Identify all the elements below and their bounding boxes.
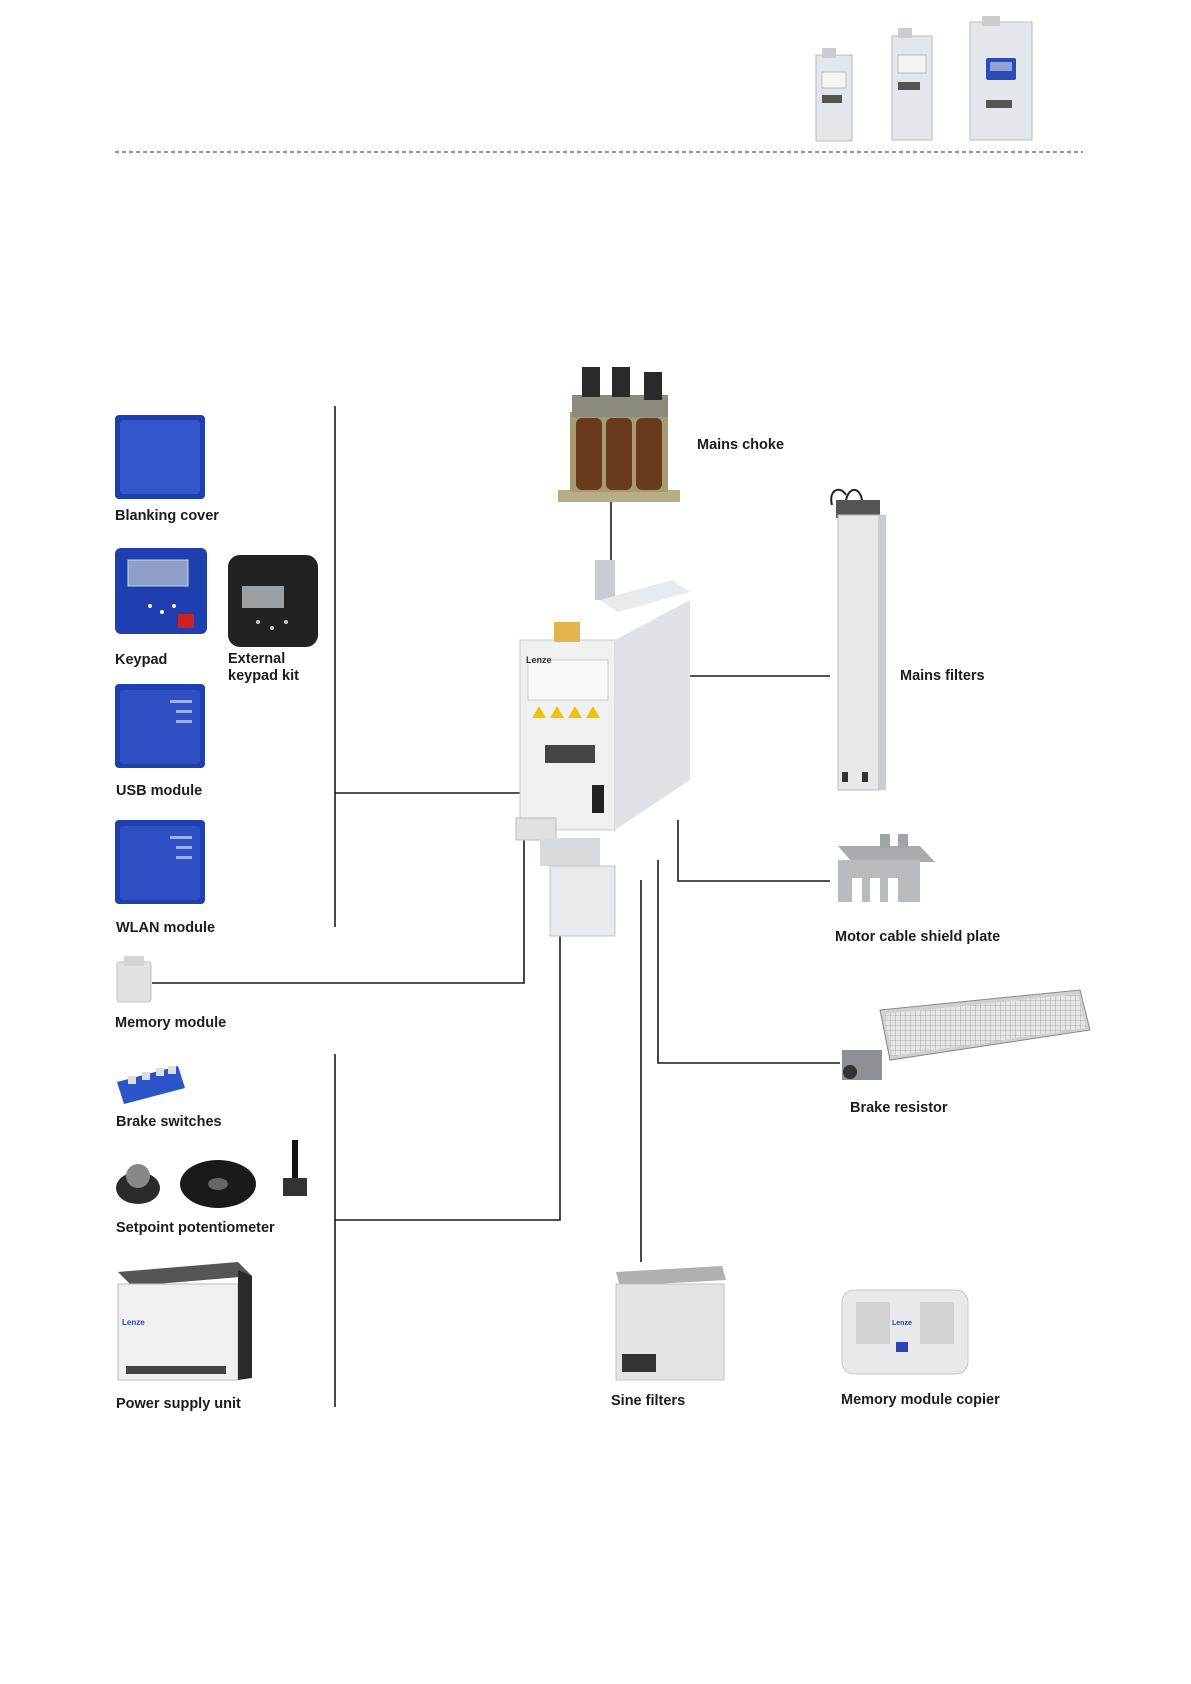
mains-choke-image [558, 367, 680, 502]
keypad-image [115, 548, 207, 634]
label-brake-resistor: Brake resistor [850, 1100, 948, 1117]
inverter-logo: Lenze [526, 655, 552, 665]
wlan-module-image [115, 820, 205, 904]
copier-logo: Lenze [892, 1320, 912, 1327]
label-memory-module: Memory module [115, 1015, 226, 1032]
external-keypad-kit-image [228, 555, 318, 647]
header-product-medium [892, 28, 932, 140]
setpoint-potentiometer-image [116, 1140, 307, 1208]
header-product-small [816, 48, 852, 141]
label-sine-filters: Sine filters [611, 1393, 685, 1410]
usb-module-image [115, 684, 205, 768]
memory-module-image [117, 956, 151, 1002]
label-mains-filters: Mains filters [900, 668, 985, 685]
brake-resistor-image [842, 990, 1090, 1080]
label-keypad: Keypad [115, 652, 167, 669]
brake-switches-image [117, 1066, 185, 1104]
blanking-cover-image [115, 415, 205, 499]
mains-filters-image [831, 490, 886, 790]
label-wlan-module: WLAN module [116, 920, 215, 937]
motor-cable-shield-plate-image [838, 834, 935, 902]
label-external-keypad-kit: External keypad kit [228, 651, 338, 685]
label-brake-switches: Brake switches [116, 1114, 222, 1131]
label-usb-module: USB module [116, 783, 202, 800]
label-memory-module-copier: Memory module copier [841, 1392, 1000, 1409]
label-blanking-cover: Blanking cover [115, 508, 219, 525]
memory-module-copier-image [842, 1290, 968, 1374]
label-mains-choke: Mains choke [697, 437, 784, 454]
inverter-device-image [516, 560, 690, 936]
sine-filters-image [616, 1266, 726, 1380]
label-motor-cable-shield-plate: Motor cable shield plate [835, 929, 1000, 946]
header-product-large [970, 16, 1032, 140]
label-power-supply-unit: Power supply unit [116, 1396, 241, 1413]
power-supply-logo: Lenze [122, 1318, 145, 1327]
label-setpoint-potentiometer: Setpoint potentiometer [116, 1220, 275, 1237]
